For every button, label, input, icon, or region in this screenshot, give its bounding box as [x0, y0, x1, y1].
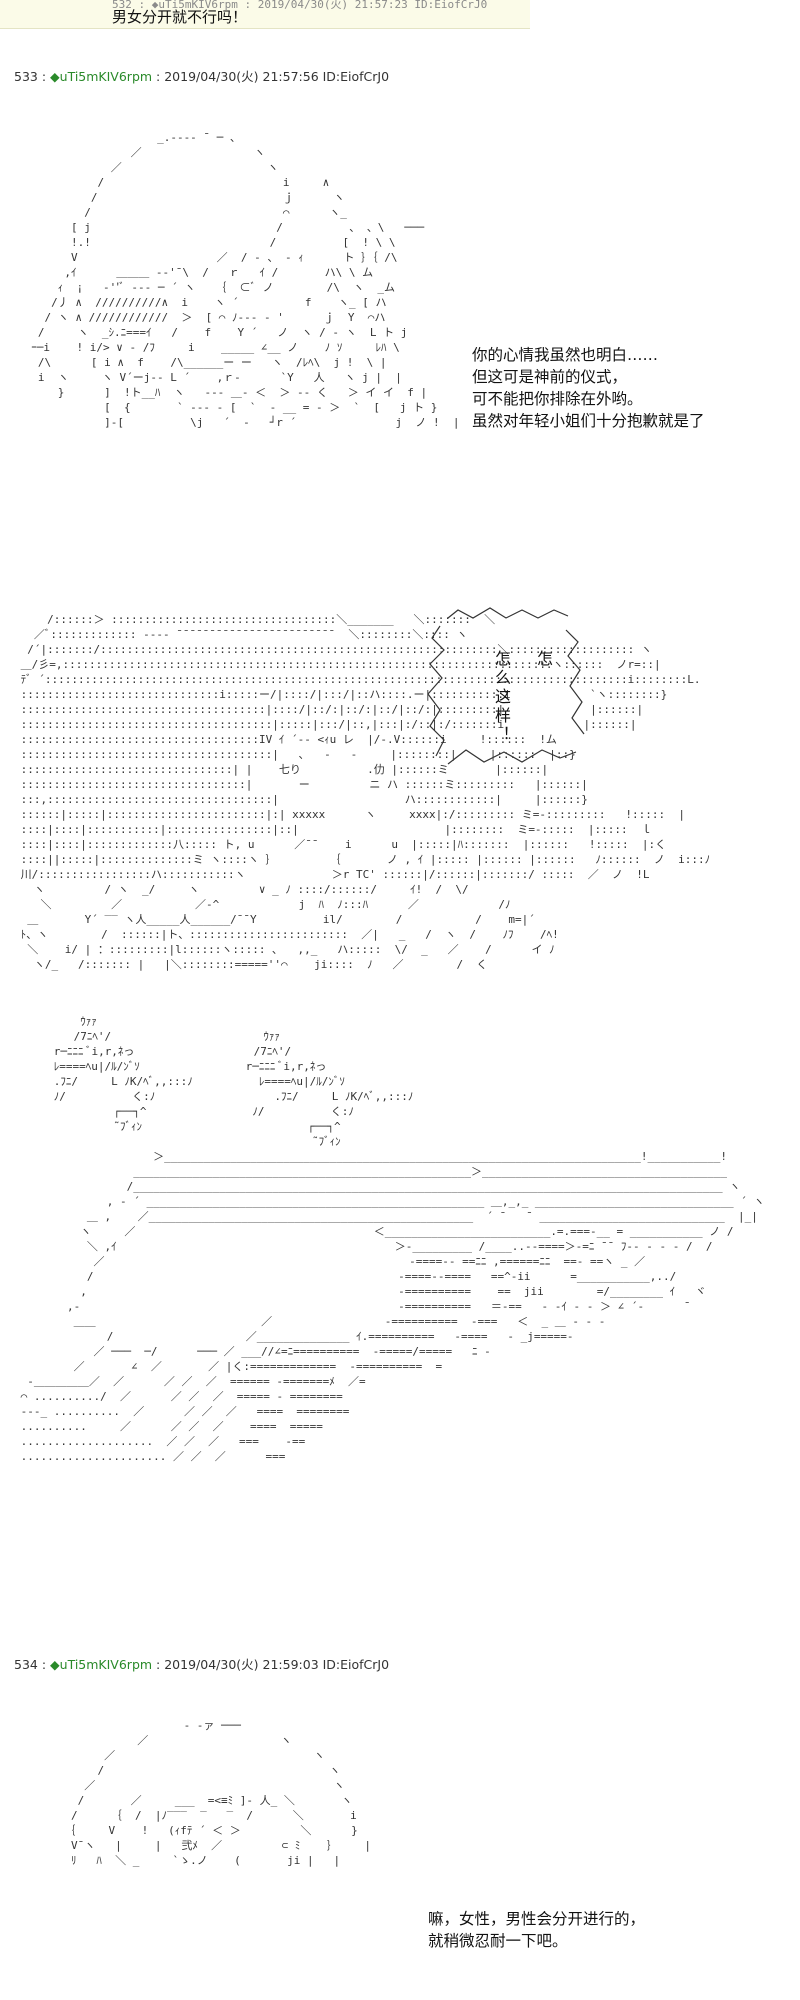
dialog-line: 可不能把你排除在外哟。 — [472, 390, 643, 408]
dialog-line: 嘛，女性，男性会分开进行的， — [428, 1910, 646, 1928]
ascii-art-shocked-girl: /::::::＞ :::::::::::::::::::::::::::::::… — [20, 613, 711, 971]
post-header-533: 533 : ◆uTi5mKIV6rpm : 2019/04/30(火) 21:5… — [14, 66, 389, 85]
dialog-line: 就稍微忍耐一下吧。 — [428, 1932, 568, 1950]
quoted-reply: 532 : ◆uTi5mKIV6rpm : 2019/04/30(火) 21:5… — [0, 0, 530, 29]
poster-trip[interactable]: ◆uTi5mKIV6rpm — [50, 1657, 153, 1672]
dialog-line: 你的心情我虽然也明白…… — [472, 346, 659, 364]
post-meta: : 2019/04/30(火) 21:59:03 ID:EiofCrJ0 — [156, 1657, 390, 1672]
quoted-reply-message: 男女分开就不行吗！ — [112, 8, 248, 26]
poster-trip[interactable]: ◆uTi5mKIV6rpm — [50, 69, 153, 84]
shout-left: 怎 — [534, 650, 553, 669]
ascii-art-veiled-figure-2: ‐ ‐ァ ─── ／ ヽ ／ ヽ / ヽ ／ ヽ — [64, 1719, 372, 1867]
speech-bubble-outline — [427, 607, 585, 765]
ascii-art-veiled-figure: _.--‐‐ ¯ ─ 、 ／ ヽ ／ ヽ / i ∧ / ｊ ヽ / — [31, 131, 460, 429]
shout-right: 怎么这样！ — [492, 650, 511, 745]
dialog-line: 但这可是神前的仪式， — [472, 368, 628, 386]
post-number[interactable]: 534 : — [14, 1657, 47, 1672]
quoted-reply-header: 532 : ◆uTi5mKIV6rpm : 2019/04/30(火) 21:5… — [112, 0, 488, 11]
ascii-art-crowd-scene: ｳｧｧ /7ﾆﾍ'/ ｳｧｧ r─ﾆﾆﾆ ﾞi,r,ﾈっ /7ﾆﾍ'/ ﾚ===… — [20, 1015, 765, 1463]
dialog-line: 虽然对年轻小姐们十分抱歉就是了 — [472, 412, 705, 430]
post-header-534: 534 : ◆uTi5mKIV6rpm : 2019/04/30(火) 21:5… — [14, 1654, 389, 1673]
post-534-dialog: 嘛，女性，男性会分开进行的， 就稍微忍耐一下吧。 — [428, 1908, 645, 1952]
post-533-dialog: 你的心情我虽然也明白…… 但这可是神前的仪式， 可不能把你排除在外哟。 虽然对年… — [472, 344, 705, 432]
post-number[interactable]: 533 : — [14, 69, 47, 84]
post-meta: : 2019/04/30(火) 21:57:56 ID:EiofCrJ0 — [156, 69, 390, 84]
